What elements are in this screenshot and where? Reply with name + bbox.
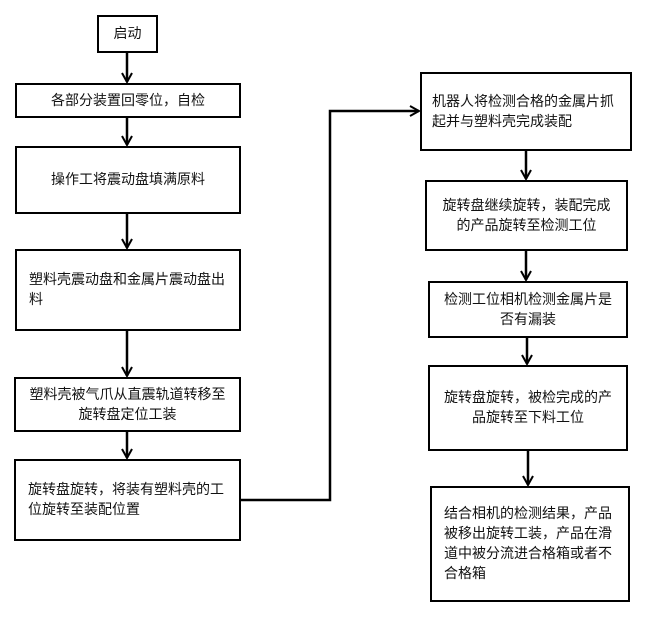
step-rotate3-label: 旋转盘旋转，被检完成的产品旋转至下料工位 — [444, 390, 612, 426]
step-rotate3: 旋转盘旋转，被检完成的产品旋转至下料工位 — [428, 365, 628, 451]
step-reset: 各部分装置回零位，自检 — [15, 83, 241, 118]
step-feed-label: 塑料壳震动盘和金属片震动盘出料 — [29, 272, 225, 308]
step-inspect: 检测工位相机检测金属片是否有漏装 — [428, 281, 628, 338]
step-rotate2-label: 旋转盘继续旋转，装配完成的产品旋转至检测工位 — [442, 197, 611, 234]
step-start: 启动 — [97, 15, 158, 53]
step-start-label: 启动 — [113, 26, 142, 42]
step-rotate2: 旋转盘继续旋转，装配完成的产品旋转至检测工位 — [425, 180, 628, 251]
step-feed: 塑料壳震动盘和金属片震动盘出料 — [15, 249, 241, 331]
step-inspect-label: 检测工位相机检测金属片是否有漏装 — [444, 291, 612, 328]
step-fill-label: 操作工将震动盘填满原料 — [51, 172, 205, 188]
step-fill: 操作工将震动盘填满原料 — [15, 146, 241, 214]
step-sort: 结合相机的检测结果，产品被移出旋转工装，产品在滑道中被分流进合格箱或者不合格箱 — [430, 486, 630, 602]
step-rotate1-label: 旋转盘旋转，将装有塑料壳的工位旋转至装配位置 — [28, 482, 224, 518]
step-transfer: 塑料壳被气爪从直震轨道转移至旋转盘定位工装 — [14, 377, 241, 432]
arrow-rotate1-to-assemble — [240, 111, 419, 502]
step-reset-label: 各部分装置回零位，自检 — [51, 92, 205, 109]
step-rotate1: 旋转盘旋转，将装有塑料壳的工位旋转至装配位置 — [14, 459, 241, 541]
step-sort-label: 结合相机的检测结果，产品被移出旋转工装，产品在滑道中被分流进合格箱或者不合格箱 — [444, 506, 612, 582]
step-assemble: 机器人将检测合格的金属片抓起并与塑料壳完成装配 — [420, 72, 632, 151]
step-assemble-label: 机器人将检测合格的金属片抓起并与塑料壳完成装配 — [432, 93, 614, 130]
step-transfer-label: 塑料壳被气爪从直震轨道转移至旋转盘定位工装 — [29, 386, 226, 423]
